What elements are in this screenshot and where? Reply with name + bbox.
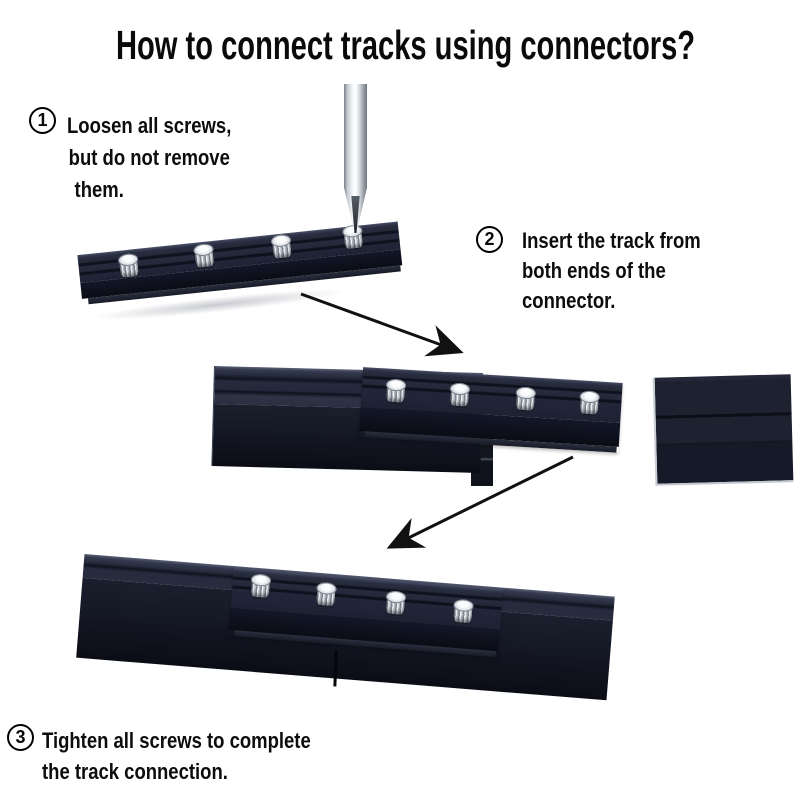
connected-track-group: [75, 548, 618, 716]
set-screw: [315, 582, 337, 609]
step-1-text: Loosen all screws, but do not remove the…: [67, 110, 231, 206]
set-screw: [385, 379, 406, 405]
step-1-number-badge: 1: [29, 107, 56, 134]
step-2-line-3: connector.: [522, 288, 616, 313]
set-screw: [249, 573, 271, 600]
right-track-photo: [652, 374, 794, 486]
step-1-line-2: but do not remove: [68, 145, 230, 170]
step-3-line-1: Tighten all screws to complete: [42, 728, 311, 753]
connector-plate-photo: [77, 221, 403, 305]
step-3-number-badge: 3: [7, 724, 34, 751]
step-3-text: Tighten all screws to complete the track…: [42, 725, 311, 787]
set-screw: [385, 590, 407, 617]
set-screw: [452, 599, 474, 626]
set-screw: [270, 234, 293, 261]
screwdriver-tip: [351, 196, 360, 233]
screwdriver: [344, 84, 367, 232]
set-screw: [515, 386, 536, 412]
step-2-number-badge: 2: [476, 226, 503, 253]
step-2-text: Insert the track from both ends of the c…: [522, 226, 701, 316]
arrow-step1-to-step2-icon: [300, 292, 464, 357]
connected-track-photo: [76, 548, 630, 728]
set-screw: [193, 243, 216, 270]
step-2-line-2: both ends of the: [522, 258, 666, 283]
page-title: How to connect tracks using connectors?: [116, 22, 696, 68]
step-2-line-1: Insert the track from: [522, 228, 701, 253]
step-1-line-1: Loosen all screws,: [67, 113, 232, 138]
step-3-line-2: the track connection.: [42, 759, 228, 784]
set-screw: [449, 382, 470, 408]
set-screw: [342, 224, 365, 251]
step-1-line-3: them.: [74, 177, 124, 202]
set-screw: [579, 390, 600, 416]
set-screw: [118, 253, 141, 280]
